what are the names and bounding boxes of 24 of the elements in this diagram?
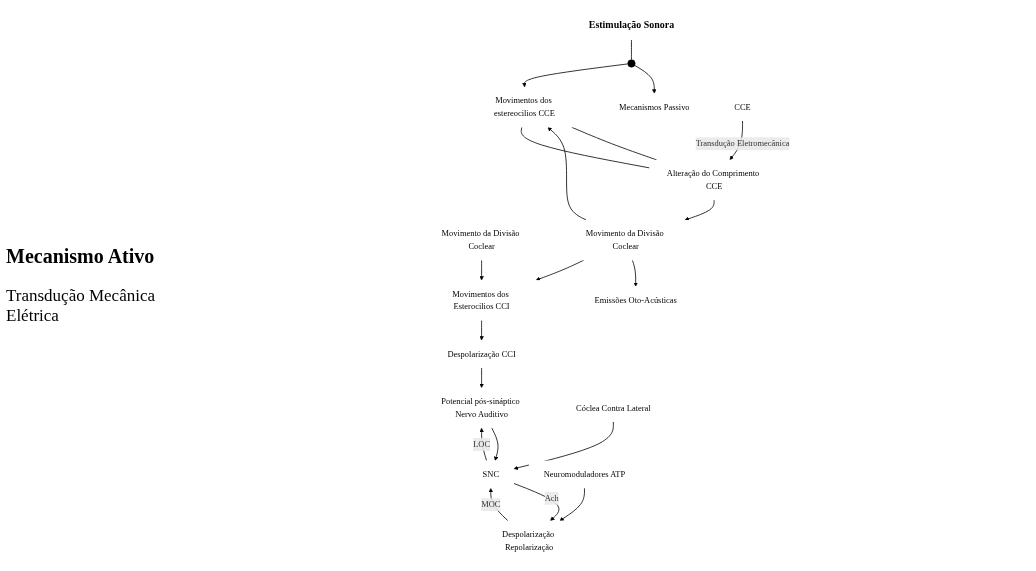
node-text: Cóclea Contra Lateral <box>575 403 651 413</box>
node-text: Movimentos dos estereocilios CCE <box>493 95 555 119</box>
node-circle <box>627 59 636 68</box>
node-text: Movimento da Divisão Coclear <box>441 228 520 252</box>
node-text: Estimulação Sonora <box>588 19 674 31</box>
node-text: SNC <box>482 469 499 479</box>
node-text: Mecanismos Passivo <box>618 102 690 112</box>
node-text: Emissões Oto-Acústicas <box>594 295 677 305</box>
connector <box>630 39 632 61</box>
node-text: Movimento da Divisão Coclear <box>585 228 664 252</box>
edge-label: LOC <box>472 439 490 449</box>
heading-label: Mecanismo Ativo <box>6 245 156 268</box>
edge-label: Transdução Eletromecânica <box>695 138 790 149</box>
node-text: Potencial pós-sináptico Nervo Auditivo <box>441 396 520 419</box>
node-text: Despolarização Repolarização <box>501 529 554 552</box>
node-text: Alteração do Comprimento CCE <box>666 168 760 191</box>
connector <box>571 126 657 161</box>
edge-label: MOC <box>480 499 501 510</box>
edge-label: Ach <box>544 493 559 503</box>
connector <box>520 126 650 169</box>
node-text: CCE <box>734 102 751 112</box>
note-label: Transdução Mecânica Elétrica <box>6 286 156 326</box>
node-text: Despolarização CCI <box>447 349 516 359</box>
node-text: Movimentos dos Esterocilios CCI <box>452 289 510 312</box>
